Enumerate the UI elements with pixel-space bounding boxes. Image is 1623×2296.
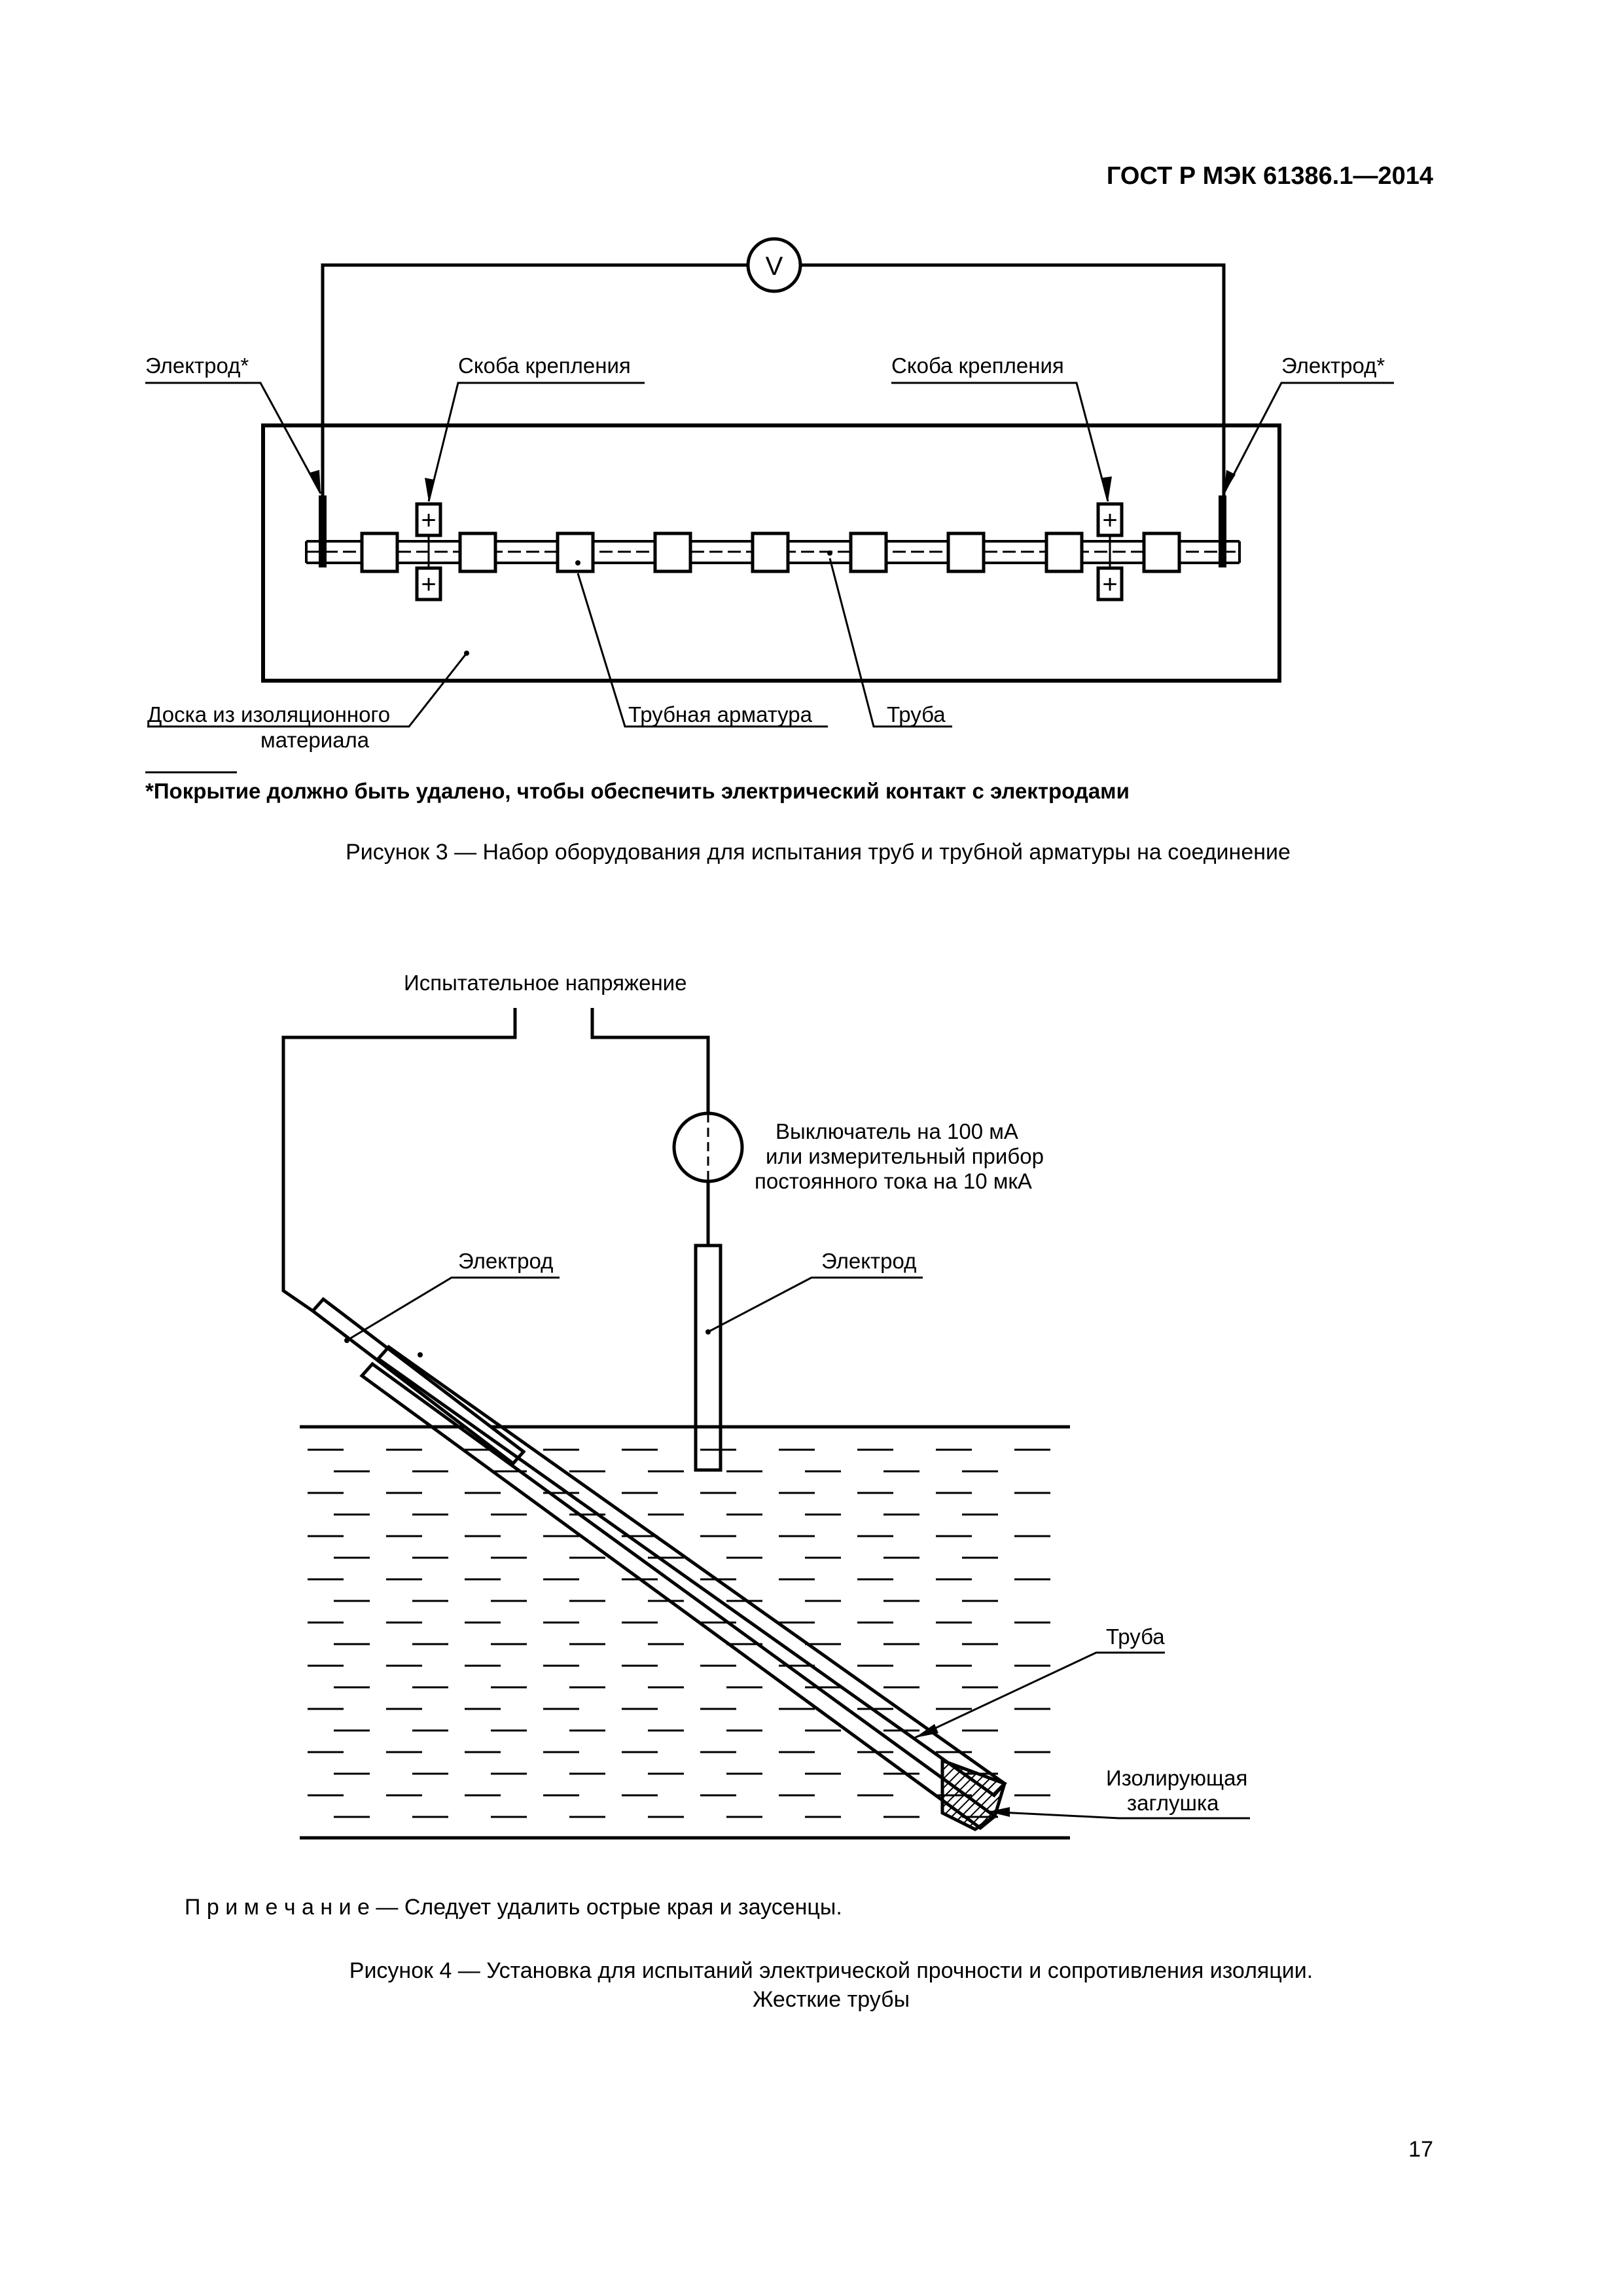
label-electrode-right-fig4: Электрод [821,1249,917,1273]
label-test-voltage: Испытательное напряжение [404,971,687,995]
plug-arrowhead [988,1807,1010,1817]
supply-wires [281,1008,710,1313]
figure-3-diagram: V + + + + [145,237,1394,774]
electrode-right [1219,495,1226,567]
label-fitting: Трубная арматура [628,702,813,726]
note-text: — Следует удалить острые края и заусенцы… [369,1895,842,1920]
label-electrode-left-fig4: Электрод [458,1249,554,1273]
label-electrode-left: Электрод* [145,353,249,378]
voltmeter-circuit [321,263,1226,495]
voltmeter-icon [746,237,802,293]
pipe-fittings [360,531,1181,573]
leader-lines-fig4 [346,1276,1250,1820]
label-plug-line2: заглушка [1127,1791,1219,1815]
electrode-left [319,495,327,567]
clamp-left-plus-bottom: + [421,570,436,599]
pipe-arrowhead [915,1724,938,1738]
label-pipe-fig4: Труба [1106,1624,1165,1649]
electrode-vertical [694,1244,722,1472]
label-switch-line1: Выключатель на 100 мА [776,1119,1018,1143]
label-electrode-right: Электрод* [1281,353,1385,378]
label-switch-line3: постоянного тока на 10 мкА [755,1169,1032,1193]
leader-lines-fig3 [145,382,1394,728]
note-prefix: П р и м е ч а н и е [185,1895,370,1920]
label-plug-line1: Изолирующая [1106,1766,1248,1790]
figure-4-diagram [281,1008,1250,1840]
figure-3-footnote: *Покрытие должно быть удалено, чтобы обе… [145,779,1130,803]
label-switch-line2: или измерительный прибор [766,1144,1044,1168]
clamp-right-plus-top: + [1102,506,1117,535]
figure-3-caption: Рисунок 3 — Набор оборудования для испыт… [346,840,1291,865]
label-clamp-left: Скоба крепления [458,353,631,378]
voltmeter-symbol: V [766,252,783,281]
figure-4-caption-line1: Рисунок 4 — Установка для испытаний элек… [349,1958,1313,1983]
water-dashes [308,1448,1050,1818]
water-tank [300,1425,1070,1840]
insulating-plug [940,1758,1007,1831]
figure-4-caption-line2: Жесткие трубы [752,1987,910,2012]
page-number: 17 [1408,2137,1433,2162]
figure-4-note: П р и м е ч а н и е — Следует удалить ос… [185,1895,842,1920]
clamp-left-plus-top: + [421,506,436,535]
insulating-board [261,423,1281,683]
standard-header: ГОСТ Р МЭК 61386.1—2014 [1106,162,1433,190]
label-clamp-right: Скоба крепления [891,353,1064,378]
label-board-line1: Доска из изоляционного [147,702,391,726]
clamp-right [1096,502,1124,601]
arrowheads-fig3 [310,470,1236,501]
clamp-right-plus-bottom: + [1102,570,1117,599]
label-pipe: Труба [887,702,946,726]
clamp-left [415,502,442,601]
label-board-line2: материала [260,728,370,752]
